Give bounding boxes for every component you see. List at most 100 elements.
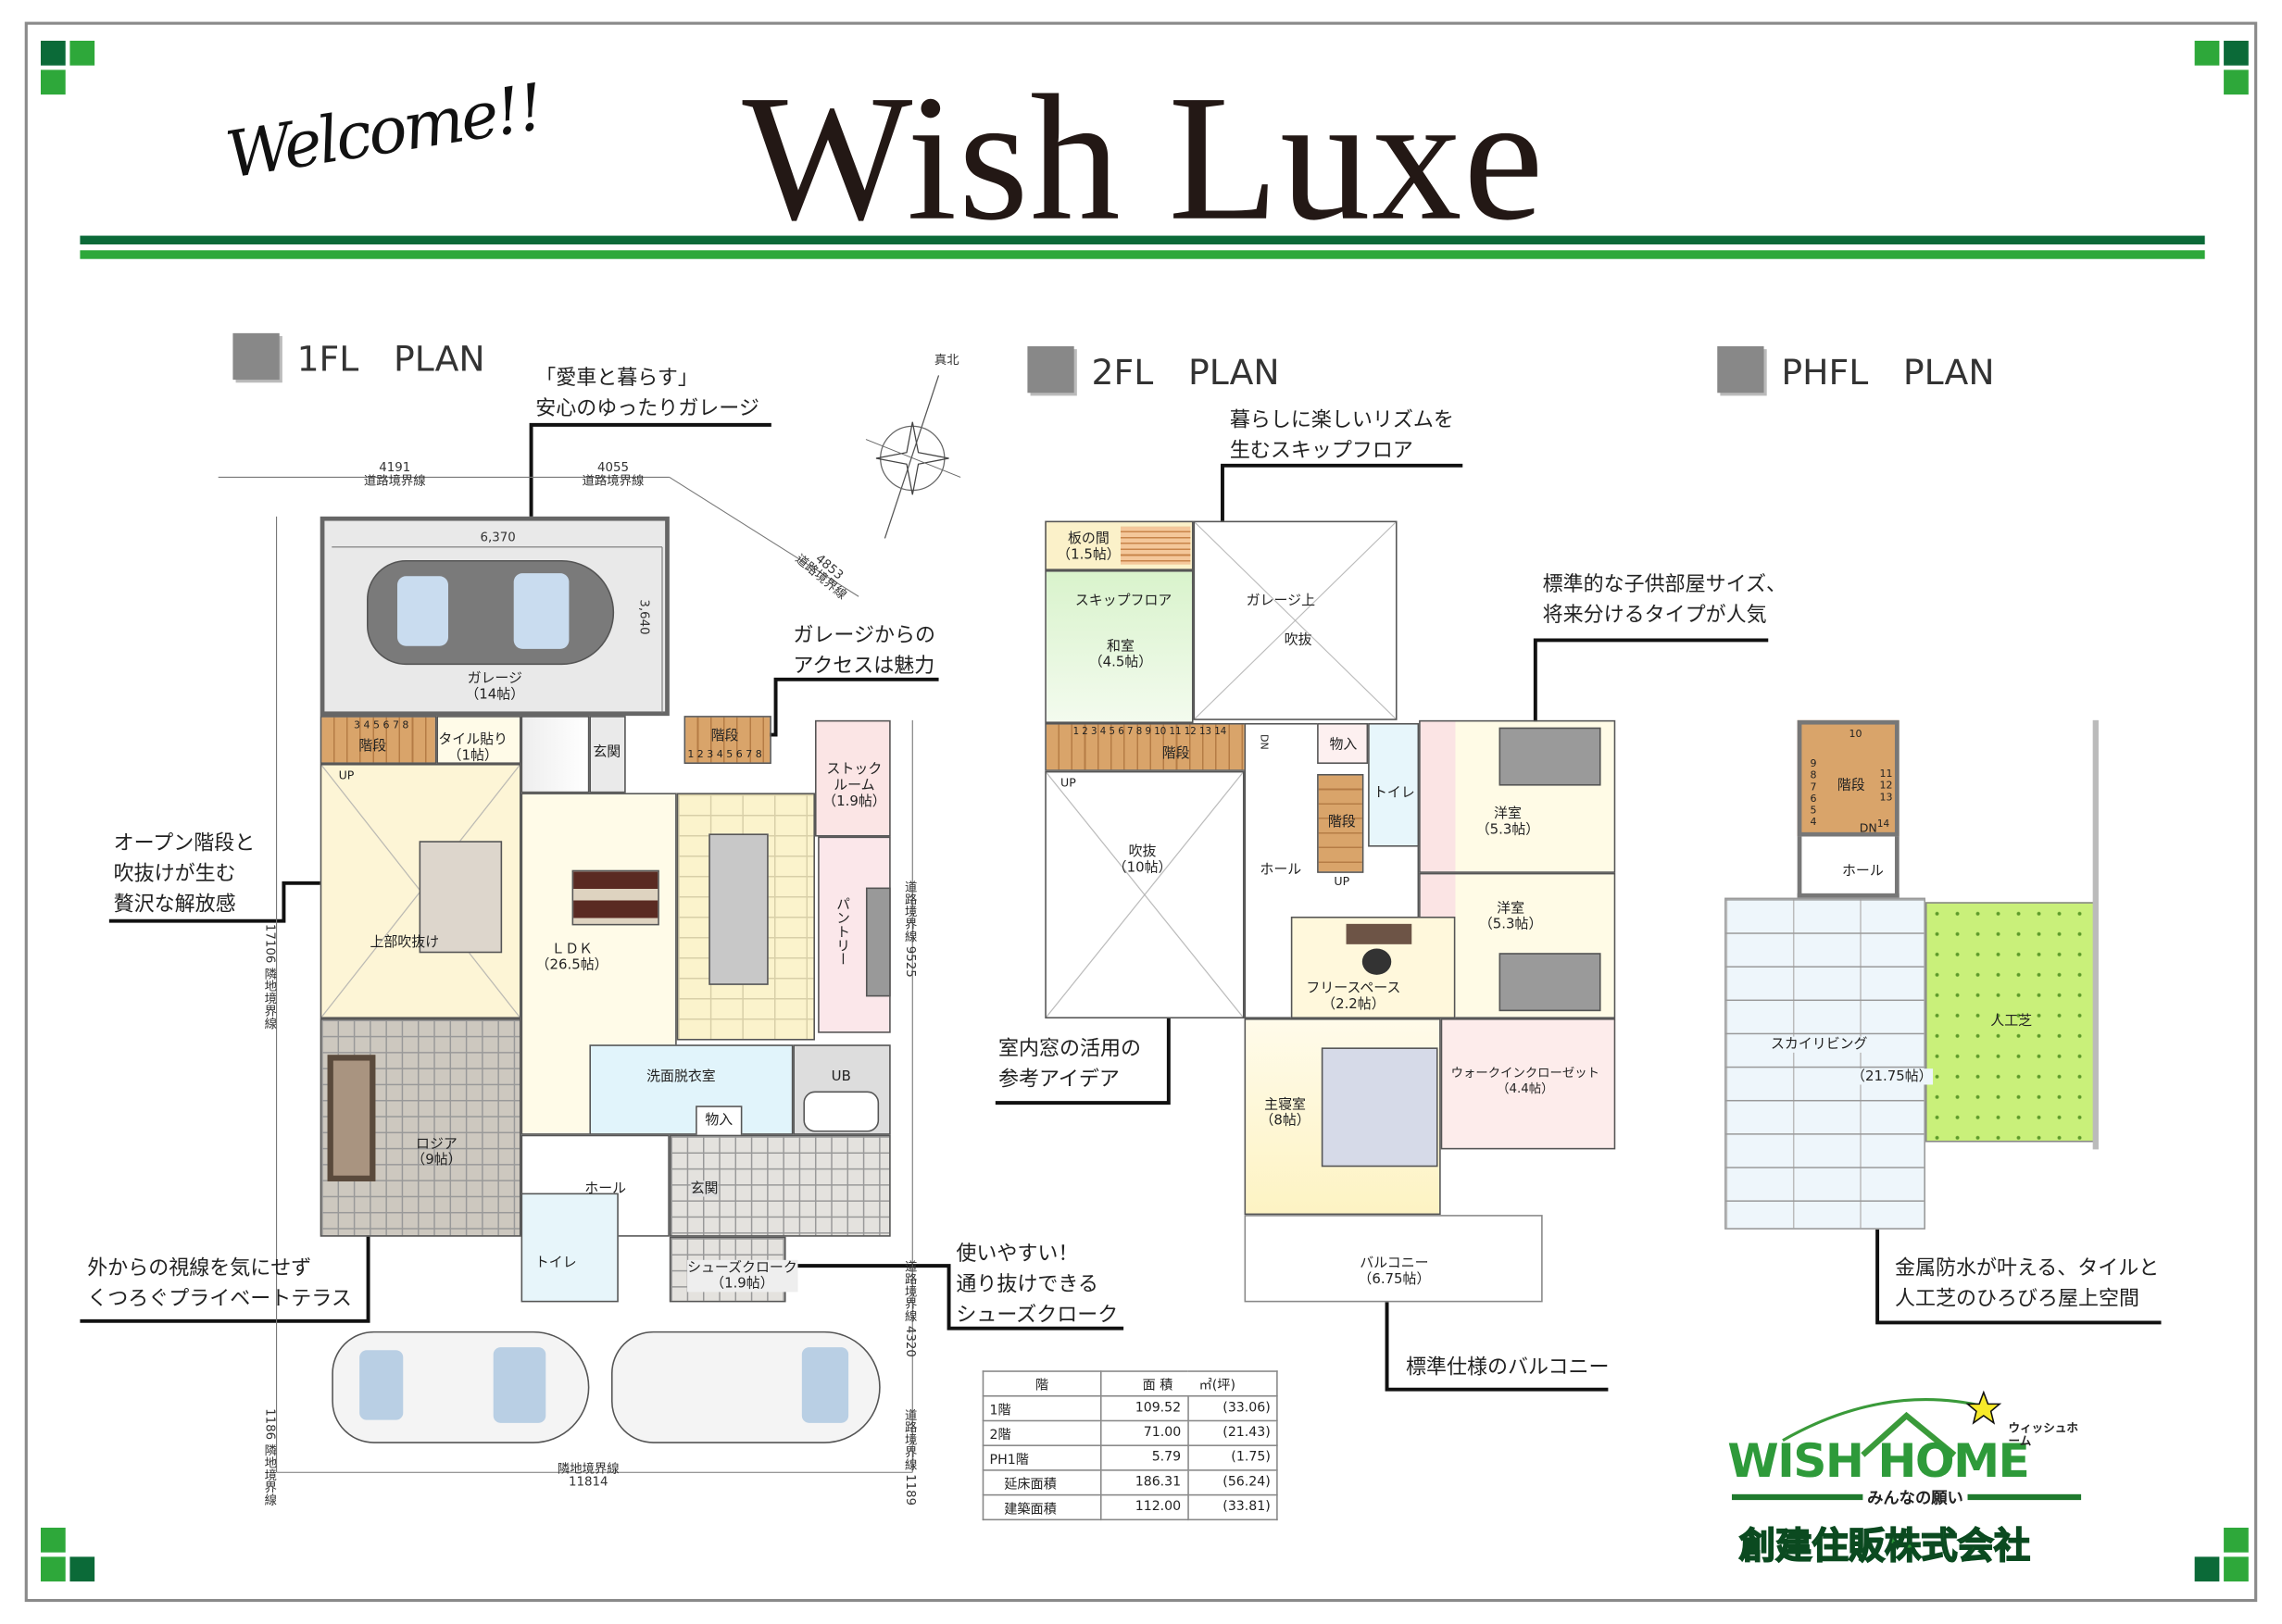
text-label: （5.3帖） — [1475, 821, 1540, 839]
text-label: トイレ — [1373, 784, 1415, 802]
text-label: （26.5帖） — [535, 956, 608, 974]
page-frame — [24, 21, 2258, 1603]
label-hall-ph: ホール — [1841, 863, 1884, 880]
callout-terrace: 外からの視線を気にせずくつろぐプライベートテラス — [87, 1255, 352, 1316]
label-stock: ストックルーム（1.9帖） — [822, 762, 886, 810]
bathtub-icon — [803, 1091, 880, 1132]
text-label: （2.2帖） — [1322, 996, 1386, 1013]
room-hall-ph — [1797, 836, 1900, 898]
text-label: 4055 — [596, 461, 629, 476]
text-label: 金属防水が叶える、タイルと — [1894, 1256, 2160, 1280]
logo-tagline: みんなの願い — [1862, 1488, 1968, 1507]
label-ub: UB — [831, 1068, 851, 1085]
text-label: (33.81) — [1186, 1493, 1278, 1521]
text-label: 使いやすい！ — [956, 1242, 1079, 1267]
text-label: 通り抜けできる — [956, 1272, 1098, 1297]
text-label: (1.75) — [1186, 1444, 1278, 1471]
dim-label: 1186 隣地境界線 — [261, 1408, 277, 1506]
text-label: 洋室 — [1494, 806, 1522, 822]
text-label: （1.9帖） — [822, 793, 886, 810]
text-label: （9帖） — [411, 1152, 462, 1168]
text-label: （4.4帖） — [1497, 1082, 1554, 1097]
text-label: PH1階 — [982, 1444, 1102, 1471]
text-label: 1189 — [902, 1474, 917, 1506]
label-free-space: フリースペース（2.2帖） — [1306, 981, 1401, 1013]
text-label: （5.3帖） — [1478, 916, 1543, 933]
text-label: タイル貼り — [438, 731, 508, 748]
text-label: 参考アイデア — [997, 1068, 1120, 1092]
callout-interior-window: 室内窓の活用の参考アイデア — [998, 1034, 1141, 1095]
text-label: 109.52 — [1099, 1394, 1189, 1422]
text-label: 人工芝のひろびろ屋上空間 — [1894, 1287, 2139, 1311]
shelf-icon — [865, 887, 891, 997]
bed-icon — [1498, 727, 1601, 786]
text-label: 道路境界線 — [902, 1408, 917, 1470]
label-pantry: パントリー — [833, 896, 849, 967]
text-label: 9525 — [902, 945, 917, 978]
text-label: オープン階段と — [113, 831, 256, 856]
text-label: (56.24) — [1186, 1469, 1278, 1496]
balcony — [1244, 1215, 1543, 1303]
text-label: 隣地境界線 — [261, 1443, 277, 1506]
room-void-2fl — [1045, 770, 1245, 1018]
room-storage — [696, 1106, 743, 1138]
label-hall: ホール — [584, 1181, 627, 1197]
text-label: ロジア — [416, 1136, 458, 1153]
label-hall-2fl: ホール — [1260, 862, 1302, 879]
table-header: 階 — [982, 1370, 1102, 1397]
label-ldk: ＬＤＫ（26.5帖） — [536, 942, 608, 974]
label-washitsu: 和室（4.5帖） — [1089, 639, 1153, 671]
text-label: 安心のゆったりガレージ — [535, 396, 759, 421]
text-label: 吹抜 — [1128, 843, 1157, 860]
text-label: 3 4 5 6 7 8 — [353, 719, 409, 731]
callout-shoes-closet: 使いやすい！通り抜けできるシューズクローク — [956, 1240, 1118, 1331]
text-label: （21.75帖） — [1851, 1068, 1933, 1085]
text-label: （1.9帖） — [710, 1276, 774, 1293]
dim-label: 17106 隣地境界線 — [261, 924, 277, 1030]
company-name: 創建住販株式会社 — [1738, 1524, 2031, 1568]
dining-table-icon — [571, 869, 659, 926]
room-walk-in-closet — [1440, 1018, 1616, 1150]
text-label: 隣地境界線 — [261, 967, 277, 1030]
label-toilet: トイレ — [534, 1255, 577, 1271]
text-label: 建築面積 — [982, 1493, 1102, 1521]
label-shoes: シューズクローク（1.9帖） — [687, 1259, 797, 1293]
label-garage: ガレージ（14帖） — [465, 670, 524, 703]
bed-icon — [1321, 1047, 1438, 1168]
text-label: ウォークインクローゼット — [1450, 1066, 1599, 1081]
text-label: ルーム — [834, 777, 875, 794]
room-sky-living — [1724, 897, 1925, 1230]
text-label: 標準仕様のバルコニー — [1405, 1355, 1610, 1380]
compass-rose-icon — [865, 375, 961, 539]
text-label: DN — [1859, 821, 1877, 835]
room-washitsu — [1045, 569, 1194, 723]
label-entrance: 玄関 — [593, 743, 621, 761]
callout-rooftop: 金属防水が叶える、タイルと人工芝のひろびろ屋上空間 — [1895, 1255, 2159, 1316]
text-label: 「愛車と暮らす」 — [535, 366, 698, 391]
text-label: 物入 — [1329, 736, 1358, 754]
sofa-icon — [419, 841, 503, 954]
callout-kids-room: 標準的な子供部屋サイズ、将来分けるタイプが人気 — [1543, 570, 1787, 631]
text-label: DN — [1258, 734, 1271, 750]
north-compass: 真北 — [859, 349, 975, 545]
callout-garage: 「愛車と暮らす」安心のゆったりガレージ — [535, 364, 759, 425]
text-label: 5.79 — [1099, 1444, 1189, 1471]
text-label: ストック — [826, 761, 883, 778]
text-label: 延床面積 — [982, 1469, 1102, 1496]
text-label: 14 — [1876, 818, 1890, 830]
text-label: 1 2 3 4 5 6 7 8 — [687, 748, 762, 761]
text-label: 暮らしに楽しいリズムを — [1229, 408, 1454, 432]
label-garage-void: ガレージ上 — [1246, 593, 1316, 609]
dim-label: 3,640 — [635, 599, 651, 635]
heading-text: PHFL PLAN — [1781, 352, 1995, 394]
text-label: 186.31 — [1099, 1469, 1189, 1496]
text-label: 道路境界線 — [902, 880, 917, 943]
label-western-2: 洋室（5.3帖） — [1479, 901, 1543, 933]
true-north-label: 真北 — [934, 353, 959, 369]
text-label: 道路境界線 — [902, 1259, 917, 1322]
text-label: バルコニー — [1360, 1255, 1429, 1272]
